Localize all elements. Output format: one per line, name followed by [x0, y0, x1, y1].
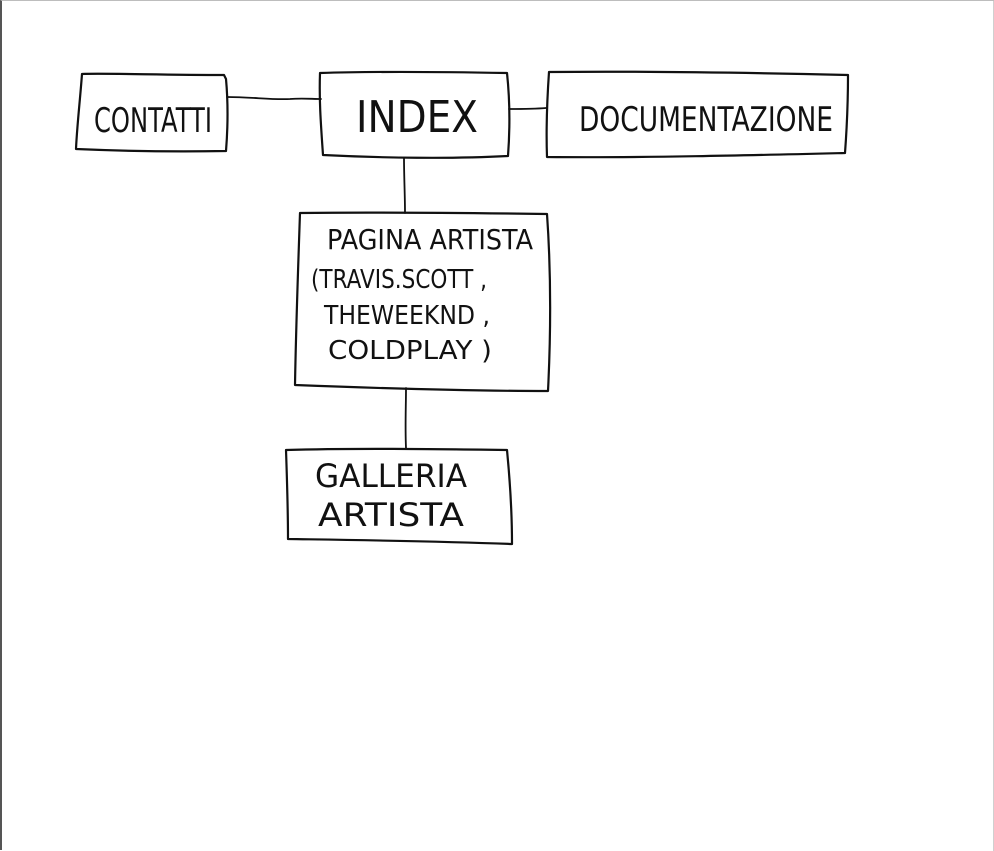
- node-pagina-artista-line-4: COLDPLAY ): [328, 336, 492, 366]
- connector-contatti-index: [227, 97, 321, 99]
- connector-index-documentazione: [509, 108, 546, 109]
- node-galleria-artista: GALLERIA ARTISTA: [286, 449, 512, 544]
- node-documentazione: DOCUMENTAZIONE: [547, 72, 848, 157]
- node-documentazione-label: DOCUMENTAZIONE: [579, 100, 833, 140]
- node-pagina-artista-title: PAGINA ARTISTA: [327, 223, 533, 256]
- node-pagina-artista-line-3: THEWEEKND ,: [323, 301, 490, 331]
- node-galleria-artista-line-1: GALLERIA: [315, 457, 467, 495]
- node-galleria-artista-line-2: ARTISTA: [318, 496, 464, 534]
- node-pagina-artista-line-2: (TRAVIS.SCOTT ,: [311, 265, 487, 295]
- node-index: INDEX: [320, 72, 510, 158]
- node-contatti: CONTATTI: [76, 74, 228, 152]
- node-index-label: INDEX: [356, 92, 478, 143]
- node-contatti-label: CONTATTI: [94, 101, 212, 141]
- node-pagina-artista: PAGINA ARTISTA (TRAVIS.SCOTT , THEWEEKND…: [295, 213, 550, 391]
- connector-index-pagina-artista: [404, 158, 405, 213]
